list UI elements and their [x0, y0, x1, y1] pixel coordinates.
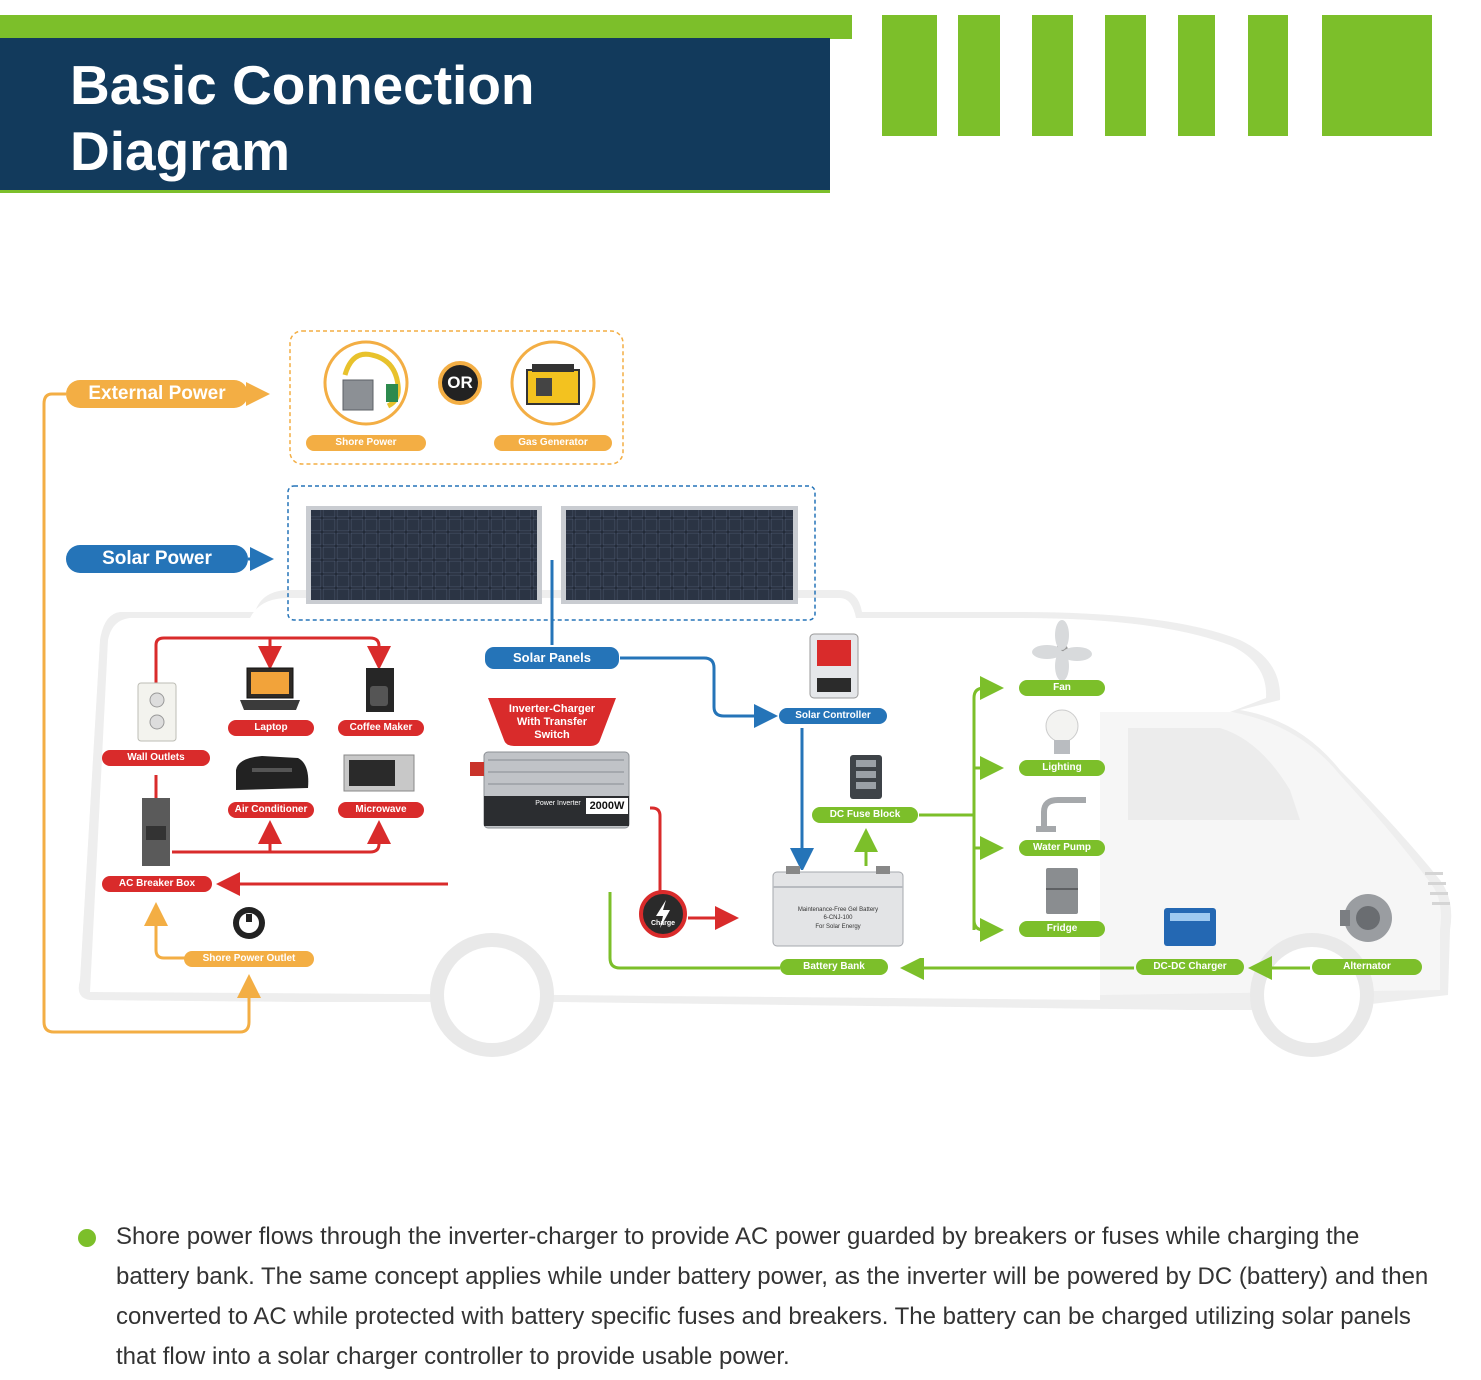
microwave-label: Microwave: [338, 802, 424, 818]
header-stripe: [882, 15, 937, 136]
fridge-label: Fridge: [1019, 921, 1105, 937]
header-stripe: [958, 15, 1000, 136]
title-banner-edge: [0, 190, 830, 193]
laptop-icon: [240, 667, 300, 710]
header-stripe: [1178, 15, 1215, 136]
coffee-maker-label: Coffee Maker: [338, 720, 424, 736]
external-power-wiring: [42, 382, 270, 1034]
inverter-rating: 2000W: [586, 798, 628, 814]
shore-outlet-icon: [233, 907, 265, 939]
fridge-icon: [1046, 868, 1078, 914]
header-stripe: [1032, 15, 1073, 136]
gas-generator-icon: [510, 340, 596, 426]
inverter-icon: [470, 751, 630, 829]
light-bulb-icon: [1045, 709, 1079, 754]
solar-controller-icon: [809, 633, 859, 699]
or-badge: [438, 361, 482, 405]
ac-wiring: [154, 636, 739, 930]
battery-text-line3: For Solar Energy: [815, 924, 861, 930]
solar-panel-left: [306, 506, 542, 604]
header-stripe: [1322, 15, 1432, 136]
battery-text-line1: Maintenance-Free Gel Battery: [797, 907, 879, 913]
inverter-device-text: Power Inverter: [535, 800, 581, 807]
battery-icon: [772, 866, 904, 947]
dc-dc-charger-icon: [1164, 908, 1216, 946]
solar-power-label: Solar Power: [66, 545, 248, 573]
dc-dc-charger-label: DC-DC Charger: [1136, 959, 1244, 975]
laptop-label: Laptop: [228, 720, 314, 736]
battery-bank-label: Battery Bank: [780, 959, 888, 975]
inverter-label-shield: [488, 698, 616, 746]
header-stripe: [1248, 15, 1288, 136]
faucet-icon: [1036, 797, 1086, 832]
inverter-label: Inverter-Charger With Transfer Switch: [508, 703, 596, 741]
description-text: Shore power flows through the inverter-c…: [116, 1223, 1429, 1370]
charge-label: Charge: [650, 920, 676, 927]
dc-fuse-block-icon: [850, 755, 882, 799]
header-accent-bar: [0, 15, 852, 39]
coffee-maker-icon: [366, 668, 394, 712]
rv-silhouette: [78, 590, 1452, 1057]
solar-wiring: [550, 560, 814, 872]
wall-outlets-label: Wall Outlets: [102, 750, 210, 766]
solar-controller-label: Solar Controller: [779, 708, 887, 724]
shore-power-label: Shore Power: [306, 435, 426, 451]
shore-power-icon: [323, 340, 409, 426]
shore-power-outlet-label: Shore Power Outlet: [184, 951, 314, 967]
bullet-dot: [78, 1229, 96, 1247]
page-title-line2: Diagram: [70, 120, 291, 182]
battery-text-line2: 6-CNJ-100: [823, 915, 853, 921]
microwave-icon: [343, 754, 415, 792]
charge-badge: [639, 890, 687, 938]
fan-label: Fan: [1019, 680, 1105, 696]
fan-icon: [1032, 620, 1092, 681]
gas-generator-label: Gas Generator: [494, 435, 612, 451]
ac-breaker-box-label: AC Breaker Box: [102, 876, 212, 892]
water-pump-label: Water Pump: [1019, 840, 1105, 856]
wall-outlet-icon: [137, 682, 177, 742]
alternator-label: Alternator: [1312, 959, 1422, 975]
page-title-line1: Basic Connection: [70, 54, 535, 116]
air-conditioner-icon: [236, 756, 309, 790]
or-label: OR: [447, 373, 473, 392]
dc-wiring: [598, 676, 1310, 980]
air-conditioner-label: Air Conditioner: [228, 802, 314, 818]
solar-panels-label: Solar Panels: [485, 647, 619, 669]
dc-fuse-block-label: DC Fuse Block: [812, 807, 918, 823]
lighting-label: Lighting: [1019, 760, 1105, 776]
page-title: Basic Connection Diagram: [70, 52, 670, 184]
alternator-icon: [1340, 894, 1392, 942]
header-stripe: [1105, 15, 1146, 136]
external-power-label: External Power: [66, 380, 248, 408]
external-power-group: [289, 330, 624, 465]
breaker-box-icon: [142, 798, 170, 866]
solar-panel-right: [561, 506, 798, 604]
title-banner: [0, 38, 830, 192]
